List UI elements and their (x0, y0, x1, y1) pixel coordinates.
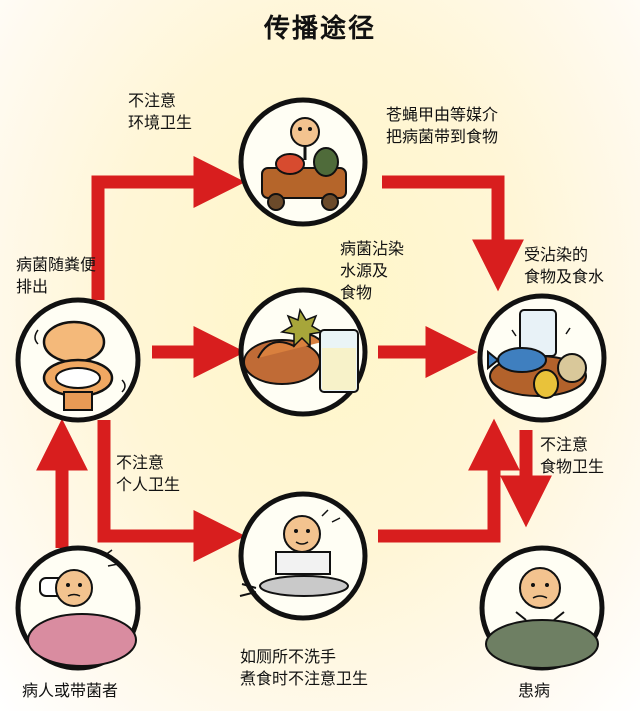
label-vectors: 苍蝇甲由等媒介 把病菌带到食物 (386, 105, 499, 146)
label-unclean-environment: 不注意 环境卫生 (128, 91, 193, 132)
patient-in-bed-icon (15, 545, 141, 671)
label-contaminated-food: 受沾染的 食物及食水 (524, 245, 605, 286)
arrow-toilet-to-garbage (91, 156, 246, 300)
fish-and-fruit-meal-icon (477, 293, 607, 423)
label-sick: 患病 (518, 681, 551, 700)
arrow-garbage-to-meal (382, 175, 524, 292)
label-water-contamination: 病菌沾染 水源及 食物 (340, 239, 405, 302)
arrow-toilet-to-cook (97, 420, 246, 562)
page-title: 传播途径 (263, 14, 376, 44)
label-food-hygiene: 不注意 食物卫生 (540, 435, 605, 476)
unhygienic-cook-icon (238, 491, 368, 621)
label-excreted: 病菌随粪便 排出 (16, 255, 97, 296)
sick-person-in-bed-icon (479, 545, 605, 671)
arrow-cook-to-meal (378, 418, 520, 543)
label-patient-carrier: 病人或带菌者 (22, 681, 119, 700)
flies-on-garbage-cart-icon (238, 97, 368, 227)
label-personal-hygiene: 不注意 个人卫生 (116, 453, 181, 494)
label-cooking: 如厕所不洗手 煮食时不注意卫生 (240, 647, 369, 688)
toilet-icon (15, 297, 141, 423)
contaminated-food-and-water-icon (238, 287, 368, 417)
